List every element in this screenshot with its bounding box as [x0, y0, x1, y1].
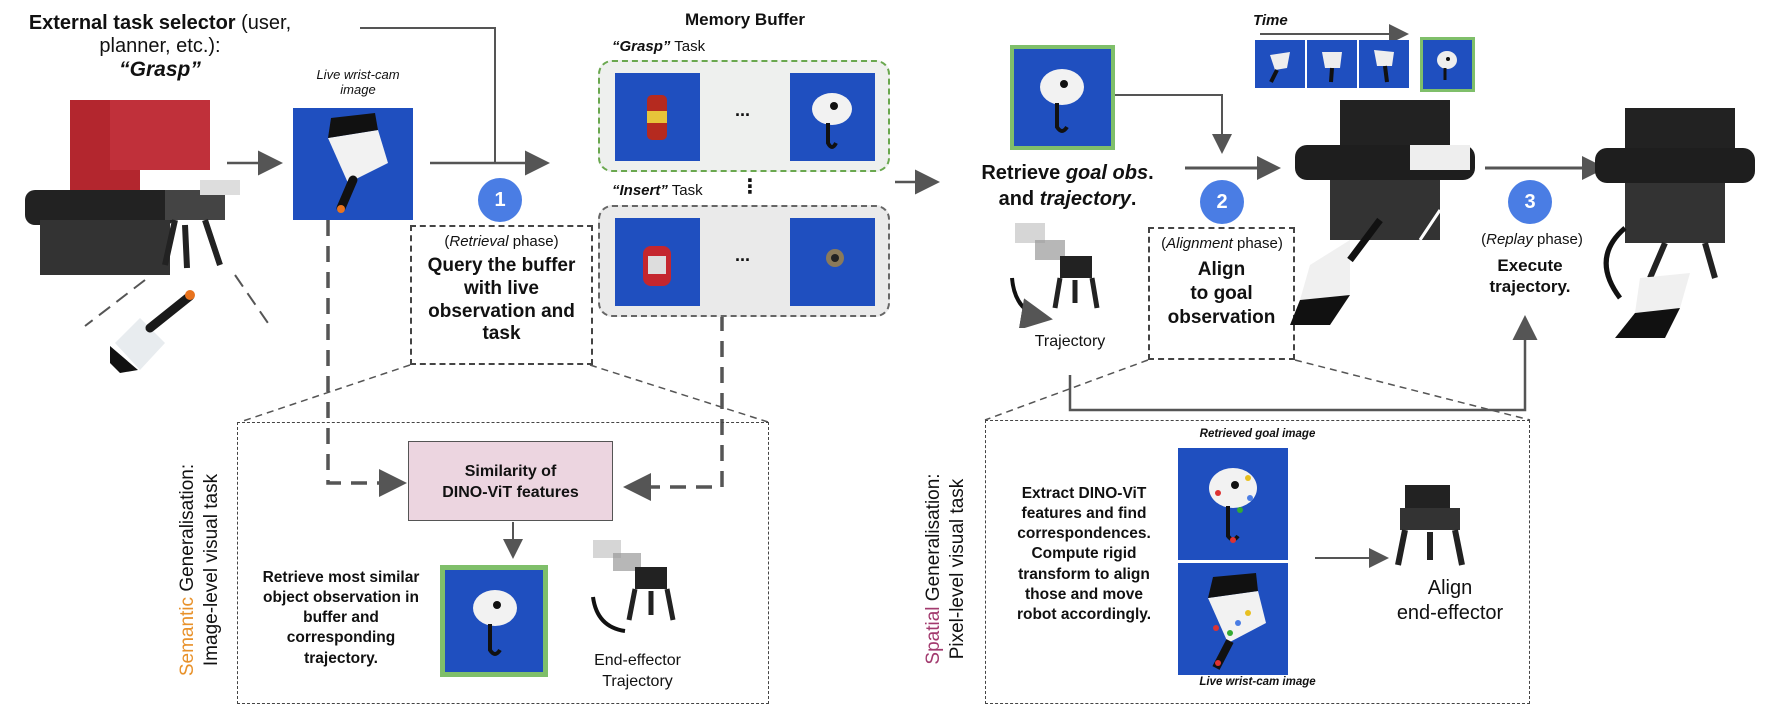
spatial-live-image: [1178, 563, 1288, 675]
semantic-panel-side-label: Semantic Generalisation: Image-level vis…: [177, 463, 222, 677]
retrieval-phase-number: 1: [478, 178, 522, 222]
memory-buffer-title: Memory Buffer: [685, 10, 805, 29]
semantic-ee-trajectory-image: [583, 535, 683, 643]
task-selector-label: External task selector (user, planner, e…: [28, 12, 292, 81]
time-frame-1: [1255, 40, 1305, 88]
replay-phase-number: 3: [1508, 180, 1552, 224]
insert-buffer-ellipsis: ...: [735, 245, 751, 265]
replay-phase-description: Execute trajectory.: [1489, 256, 1571, 297]
robot-image-middle: [1290, 100, 1480, 330]
alignment-phase-number: 2: [1200, 180, 1244, 224]
spatial-goal-image: [1178, 448, 1288, 560]
grasp-buffer-ellipsis: ...: [735, 100, 751, 120]
replay-phase-label: (Replay phase): [1481, 231, 1583, 248]
brush-image-left: [110, 288, 200, 373]
similarity-box: [408, 441, 613, 521]
grasp-buffer-image-1: [615, 73, 700, 161]
robot-image-right: [1595, 108, 1760, 338]
alignment-phase-box: [1148, 227, 1295, 360]
robot-image-left: [15, 100, 245, 280]
trajectory-label: Trajectory: [1034, 333, 1106, 350]
spatial-gripper-image: [1390, 480, 1470, 570]
retrieval-phase-label: (Retrieval phase): [444, 233, 559, 250]
buffer-vertical-ellipsis: ⋮: [740, 176, 760, 198]
retrieved-goal-caption: Retrieved goal image: [1199, 428, 1316, 440]
retrieved-goal-image: [1010, 45, 1115, 150]
spatial-panel-side-label: Spatial Generalisation: Pixel-level visu…: [923, 473, 968, 665]
retrieval-phase-box: [410, 225, 593, 365]
semantic-retrieved-image: [440, 565, 548, 677]
insert-task-label: “Insert” Task: [612, 182, 703, 199]
retrieval-phase-description: Query the buffer with live observation a…: [427, 255, 576, 345]
live-wrist-cam-caption: Live wrist-cam image: [1199, 676, 1316, 688]
alignment-phase-description: Align to goal observation: [1167, 259, 1276, 328]
insert-buffer-image-2: [790, 218, 875, 306]
time-frame-2: [1307, 40, 1357, 88]
retrieve-goal-label: Retrieve goal obs. and trajectory.: [981, 162, 1154, 210]
spatial-extract-description: Extract DINO-ViT features and find corre…: [1016, 485, 1152, 623]
grasp-task-label: “Grasp” Task: [612, 38, 706, 55]
retrieve-similar-description: Retrieve most similar object observation…: [262, 569, 420, 667]
spatial-panel: [985, 420, 1530, 704]
semantic-panel: [237, 422, 769, 704]
time-goal-frame: [1420, 37, 1475, 92]
grasp-buffer-image-2: [790, 73, 875, 161]
alignment-phase-label: (Alignment phase): [1161, 235, 1283, 252]
time-label: Time: [1253, 12, 1288, 29]
wrist-cam-image: [293, 108, 413, 220]
insert-buffer-image-1: [615, 218, 700, 306]
time-frame-3: [1359, 40, 1409, 88]
trajectory-gripper-image: [1000, 218, 1105, 328]
